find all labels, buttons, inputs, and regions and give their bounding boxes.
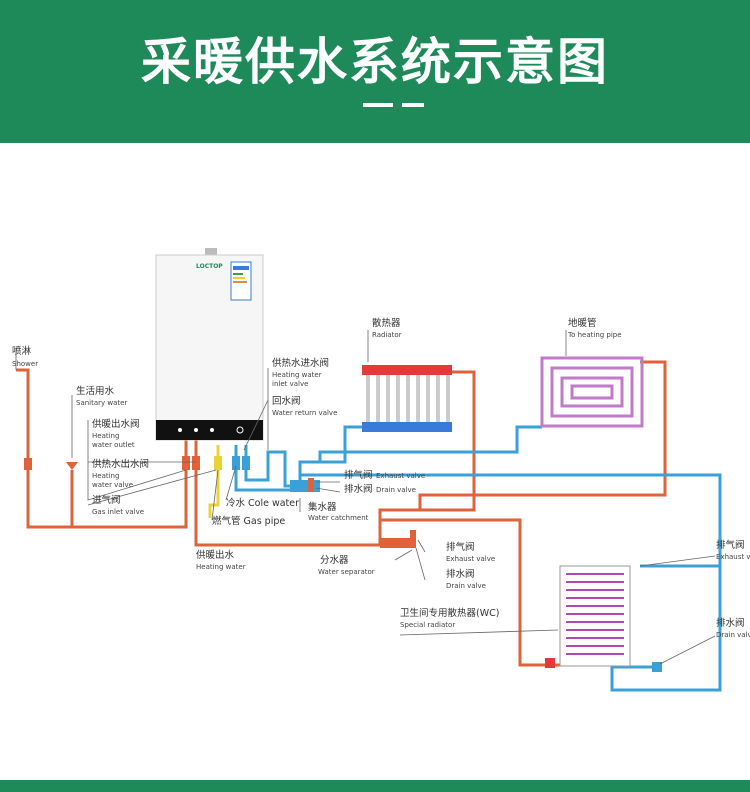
label-floor-cn: 地暖管: [568, 317, 597, 329]
label-cold-water: 冷水 Cole water: [226, 497, 299, 509]
label-heat-outlet-en1: Heating: [92, 432, 119, 440]
label-drain2-cn: 排水阀: [446, 568, 475, 580]
floor-supply-pipe: [418, 360, 667, 510]
label-sep-cn: 分水器: [320, 554, 349, 566]
boiler-valves: [24, 456, 250, 470]
label-exhaust2-en: Exhaust valve: [446, 555, 495, 563]
label-drain3-en: Drain valve: [716, 631, 750, 639]
label-radiator-cn: 散热器: [372, 317, 401, 329]
label-inlet-cn: 供热水进水阀: [272, 357, 329, 369]
label-heat-valve-en1: Heating: [92, 472, 119, 480]
page-title: 采暖供水系统示意图: [141, 33, 609, 91]
label-wc-en: Special radiator: [400, 621, 455, 629]
label-catch-en: Water catchment: [308, 514, 369, 522]
label-drain1-cn: 排水阀: [344, 483, 373, 495]
label-gas-inlet-en: Gas inlet valve: [92, 508, 144, 516]
label-heat-valve-cn: 供热水出水阀: [92, 458, 149, 470]
label-gas-pipe: 燃气管 Gas pipe: [212, 515, 285, 527]
heating-supply-main: [194, 440, 380, 547]
header-banner: 采暖供水系统示意图: [0, 0, 750, 143]
floor-heating-coil: [540, 356, 644, 428]
label-radiator-en: Radiator: [372, 331, 402, 339]
label-heat-valve-en2: water valve: [92, 481, 133, 489]
leader-lines: [15, 330, 716, 665]
label-return-cn: 回水阀: [272, 395, 301, 407]
label-floor-en: To heating pipe: [567, 331, 622, 339]
floor-return-pipe: [318, 425, 542, 462]
radiator-supply-pipe: [378, 370, 476, 520]
label-sanitary-en: Sanitary water: [76, 399, 127, 407]
label-shower-cn: 喷淋: [12, 345, 32, 357]
label-drain1-en: Drain valve: [376, 486, 416, 494]
label-heating-water-cn: 供暖出水: [196, 549, 235, 561]
footer-bar: [0, 780, 750, 792]
label-exhaust1-en: Exhaust valve: [376, 472, 425, 480]
water-catchment: [290, 478, 320, 492]
label-drain3-cn: 排水阀: [716, 617, 745, 629]
label-exhaust3-cn: 排气阀: [716, 539, 745, 551]
label-drain2-en: Drain valve: [446, 582, 486, 590]
diagram-labels: 喷淋 Shower 生活用水 Sanitary water 供暖出水阀 Heat…: [12, 317, 750, 639]
wc-radiator: [545, 565, 662, 672]
hot-water-pipes: [16, 360, 667, 667]
boiler-unit: LOCTOP: [155, 248, 264, 441]
label-exhaust3-en: Exhaust valve: [716, 553, 750, 561]
title-underline-left: [363, 103, 393, 107]
label-sep-en: Water separator: [318, 568, 375, 576]
label-inlet-en2: inlet valve: [272, 380, 308, 388]
water-separator: [380, 530, 416, 548]
label-heating-water-en: Heating water: [196, 563, 246, 571]
label-shower-en: Shower: [12, 360, 38, 368]
label-catch-cn: 集水器: [308, 501, 337, 513]
label-heat-outlet-en2: water outlet: [92, 441, 135, 449]
label-wc-cn: 卫生间专用散热器(WC): [400, 607, 499, 619]
label-gas-inlet-cn: 进气阀: [92, 494, 121, 506]
label-return-en: Water return valve: [272, 409, 337, 417]
boiler-brand: LOCTOP: [196, 263, 223, 270]
radiator: [362, 365, 452, 432]
title-underline-right: [402, 103, 424, 107]
shower-pipe: [16, 368, 188, 529]
radiator-return-pipe: [298, 425, 362, 475]
wc-return-pipe: [298, 473, 722, 692]
label-exhaust2-cn: 排气阀: [446, 541, 475, 553]
label-exhaust1-cn: 排气阀: [344, 469, 373, 481]
label-inlet-en1: Heating water: [272, 371, 322, 379]
label-heat-outlet-cn: 供暖出水阀: [92, 418, 140, 430]
label-sanitary-cn: 生活用水: [76, 385, 115, 397]
